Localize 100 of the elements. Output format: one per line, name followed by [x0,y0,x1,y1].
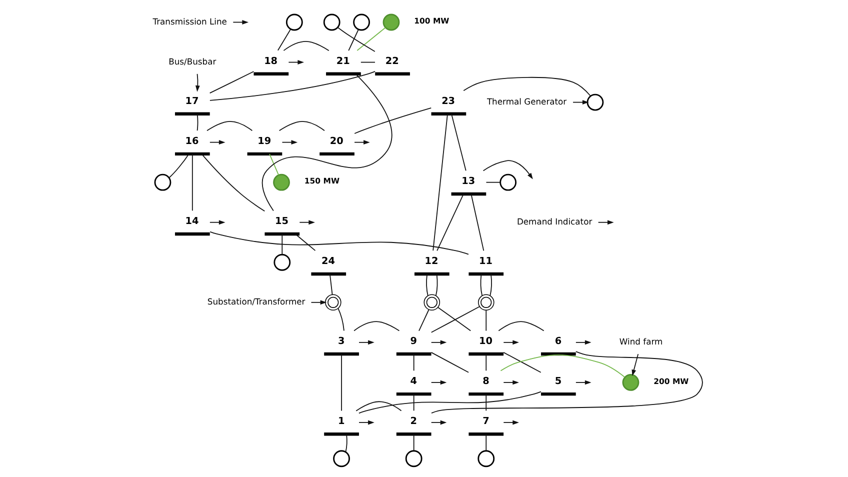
node-text: 11 [478,256,492,267]
node-text: 16 [184,136,198,147]
connector [436,306,471,332]
node-circle [477,450,494,468]
node-text: Demand Indicator [516,216,592,227]
connector [462,76,590,96]
connector [340,354,342,412]
connector [276,28,291,51]
arrow [502,380,518,385]
node-text: 8 [482,376,489,388]
connector [355,401,402,412]
connector [278,121,324,132]
connector [191,154,192,212]
arrow [631,354,638,376]
connector [430,351,702,414]
node-text: Thermal Generator [486,96,566,106]
connector [430,306,480,333]
arrow [430,420,446,425]
node-text: Substation/Transformer [206,296,305,307]
node-text: Transmission Line [152,16,226,26]
connector [344,434,347,452]
node-text: 1 [337,416,344,428]
node-text: 18 [264,56,278,67]
node-text: Bus/Busbar [168,56,216,66]
node-transformer [423,294,440,311]
arrow [208,220,225,225]
connector [282,41,329,52]
connector [208,71,254,94]
connector [502,352,541,373]
arrow [502,340,518,345]
node-text: 3 [337,336,344,348]
node-circle [382,14,400,31]
connector [470,194,484,252]
node-text: 6 [554,336,562,348]
connector [337,308,344,332]
arrow [281,140,298,145]
connector [360,62,375,63]
connector [294,234,316,252]
connector [500,354,625,378]
arrow [354,140,370,145]
connector [450,114,466,172]
node-text: 15 [274,216,288,227]
connector [485,394,486,412]
arrow [502,420,518,425]
connector [485,354,486,372]
arrow [208,140,225,145]
node-text: 17 [184,96,198,107]
connector [268,154,279,176]
connector [489,274,492,296]
node-circle [285,14,302,31]
arrow [298,220,314,225]
node-text: 20 [329,136,343,147]
node-circle [404,450,422,468]
connector [430,352,468,373]
connector [200,154,265,212]
connector [354,107,432,134]
node-text: 14 [184,216,198,227]
connector [436,194,464,252]
connector [328,274,332,296]
node-text: 19 [257,136,271,147]
node-circle [273,254,290,271]
arrow [310,300,326,305]
connector [209,231,468,255]
connector [206,121,252,132]
node-text: 23 [441,96,455,107]
connector [412,354,414,372]
connector [261,74,392,212]
node-text: 5 [554,376,562,388]
arrow [482,160,532,180]
connector [353,321,400,332]
connector [348,29,358,52]
connector [426,274,428,296]
arrow [597,220,614,225]
connector [418,309,429,332]
arrow [194,73,200,92]
node-text: 13 [461,176,475,187]
connector [498,321,544,332]
node-text: 4 [410,376,417,388]
connector [196,113,198,131]
node-circle [272,174,290,191]
connector [356,27,386,51]
node-circle [322,14,340,31]
connector [485,182,500,183]
node-circle [499,174,516,191]
arrow [430,380,446,385]
connector [209,70,375,101]
connector [336,27,375,52]
arrow [232,20,248,24]
node-transformer [324,294,341,311]
node-text: 2 [410,416,417,428]
arrow [574,340,591,345]
connector [168,154,189,178]
connector [358,391,541,414]
node-circle [622,374,639,391]
connector [485,310,486,332]
arrow [288,60,304,64]
node-text: 10 [478,336,492,348]
connector [412,394,414,412]
arrow [574,380,591,385]
node-text: Wind farm [618,336,662,347]
